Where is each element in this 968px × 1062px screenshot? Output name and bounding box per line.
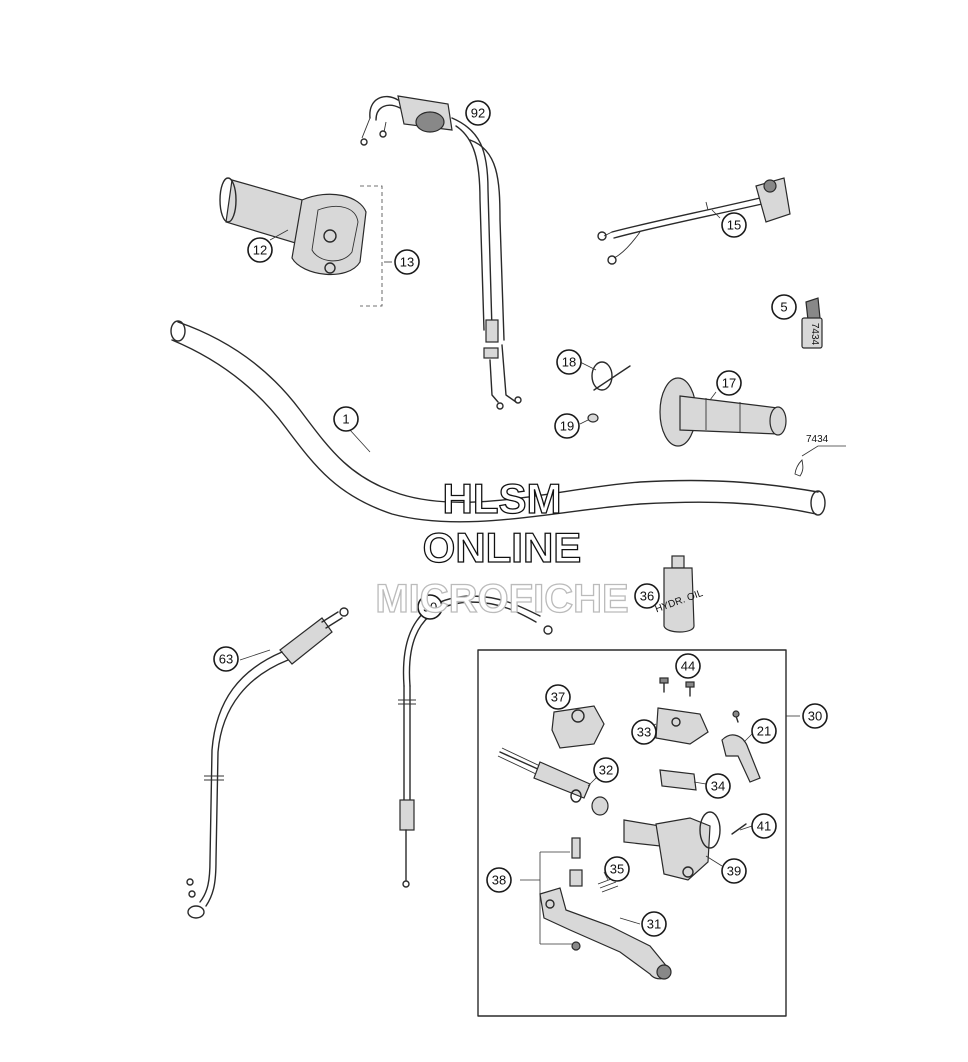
callout-30: 30 bbox=[802, 703, 828, 729]
callout-1-label: 1 bbox=[342, 412, 349, 427]
callout-5-label: 5 bbox=[780, 300, 787, 315]
callout-19: 19 bbox=[554, 413, 580, 439]
callout-13-label: 13 bbox=[400, 255, 414, 270]
watermark: HLSM ONLINE MICROFICHE bbox=[375, 474, 630, 621]
callout-31-label: 31 bbox=[647, 917, 661, 932]
callout-44-label: 44 bbox=[681, 659, 695, 674]
choke-cable bbox=[398, 595, 553, 888]
callout-90: 90 bbox=[417, 594, 443, 620]
callout-90-label: 90 bbox=[423, 600, 437, 615]
callout-18: 18 bbox=[556, 349, 582, 375]
left-grip bbox=[659, 377, 787, 447]
callout-33: 33 bbox=[631, 719, 657, 745]
callout-21: 21 bbox=[751, 718, 777, 744]
callout-30-label: 30 bbox=[808, 709, 822, 724]
grease-code: 7434 bbox=[806, 434, 829, 445]
cable-tie bbox=[587, 361, 631, 423]
callout-15: 15 bbox=[721, 212, 747, 238]
callout-35-label: 35 bbox=[610, 862, 624, 877]
callout-13: 13 bbox=[394, 249, 420, 275]
callout-34-label: 34 bbox=[711, 779, 725, 794]
callout-41: 41 bbox=[751, 813, 777, 839]
throttle-cables bbox=[360, 95, 522, 410]
callout-31: 31 bbox=[641, 911, 667, 937]
master-cylinder-kit bbox=[477, 649, 800, 1017]
callout-63-label: 63 bbox=[219, 652, 233, 667]
callout-92: 92 bbox=[465, 100, 491, 126]
callout-17: 17 bbox=[716, 370, 742, 396]
handlebar: 7434 bbox=[170, 320, 846, 523]
callout-41-label: 41 bbox=[757, 819, 771, 834]
callout-36-label: 36 bbox=[640, 589, 654, 604]
callout-63: 63 bbox=[213, 646, 239, 672]
callout-12-label: 12 bbox=[253, 243, 267, 258]
callout-37: 37 bbox=[545, 684, 571, 710]
tube-label: 7434 bbox=[809, 323, 820, 346]
callout-17-label: 17 bbox=[722, 376, 736, 391]
callout-18-label: 18 bbox=[562, 355, 576, 370]
callout-5: 5 bbox=[771, 294, 797, 320]
callout-39: 39 bbox=[721, 858, 747, 884]
throttle-grip bbox=[219, 177, 383, 307]
callout-39-label: 39 bbox=[727, 864, 741, 879]
clutch-cable bbox=[186, 607, 349, 919]
locktite-tube: 7434 bbox=[801, 297, 823, 349]
callout-38-label: 38 bbox=[492, 873, 506, 888]
callout-37-label: 37 bbox=[551, 690, 565, 705]
callout-34: 34 bbox=[705, 773, 731, 799]
callout-12: 12 bbox=[247, 237, 273, 263]
callout-44: 44 bbox=[675, 653, 701, 679]
callout-21-label: 21 bbox=[757, 724, 771, 739]
callout-38: 38 bbox=[486, 867, 512, 893]
callout-35: 35 bbox=[604, 856, 630, 882]
callout-33-label: 33 bbox=[637, 725, 651, 740]
hydraulic-oil-bottle: HYDR. OIL bbox=[654, 555, 705, 633]
watermark-line-2: ONLINE bbox=[423, 524, 582, 571]
callout-32: 32 bbox=[593, 757, 619, 783]
watermark-line-1: HLSM bbox=[443, 475, 562, 522]
watermark-line-3: MICROFICHE bbox=[375, 577, 628, 621]
kill-switch bbox=[597, 177, 791, 265]
callout-32-label: 32 bbox=[599, 763, 613, 778]
callout-19-label: 19 bbox=[560, 419, 574, 434]
callout-1: 1 bbox=[333, 406, 359, 432]
callout-92-label: 92 bbox=[471, 106, 485, 121]
callout-36: 36 bbox=[634, 583, 660, 609]
callout-15-label: 15 bbox=[727, 218, 741, 233]
